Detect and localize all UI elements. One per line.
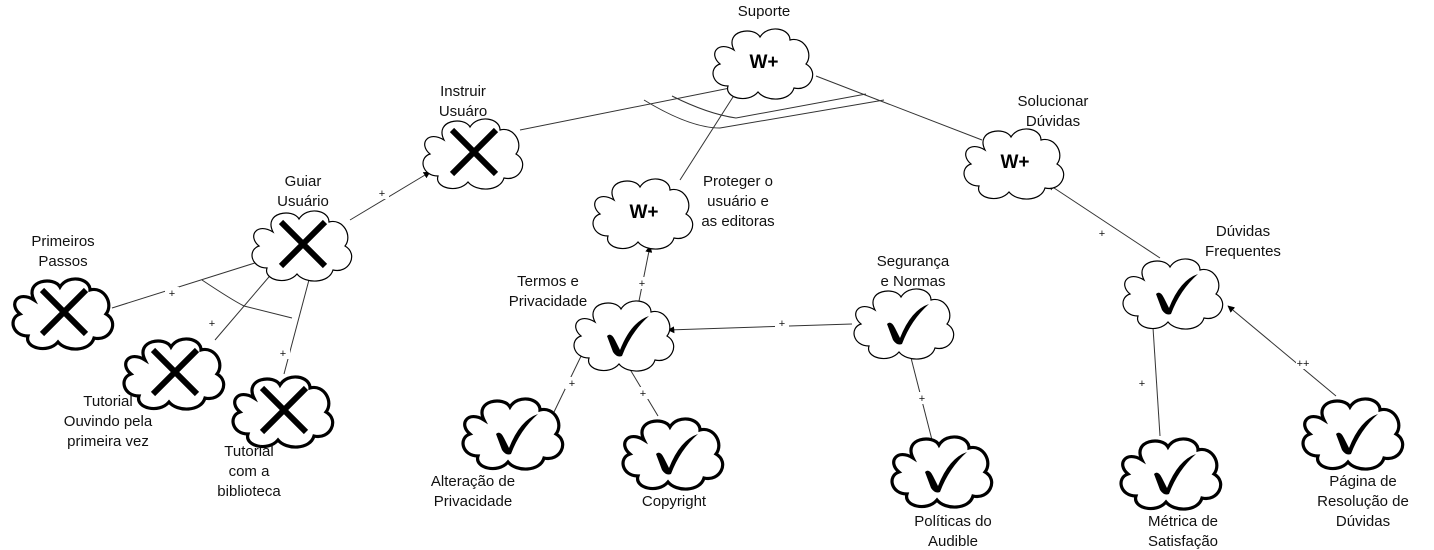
goal-node-suporte[interactable]: W+ (712, 28, 814, 100)
cloud-shape (890, 435, 994, 509)
decomposition-arc-guiar (201, 279, 293, 319)
decomposition-link (679, 85, 741, 181)
contribution-label: + (280, 348, 286, 360)
contribution-label: + (1099, 228, 1105, 240)
satisfied-icon (887, 304, 929, 345)
goal-node-metrica[interactable] (1119, 437, 1223, 511)
contribution-link (1227, 305, 1337, 397)
goal-node-primeiros[interactable] (11, 277, 115, 351)
cloud-shape (1122, 258, 1224, 330)
weakly-satisfied-label: W+ (629, 202, 658, 223)
contribution-label: + (209, 318, 215, 330)
cloud-shape (853, 288, 955, 360)
satisfied-icon (1156, 274, 1198, 315)
goal-node-tutorial_ouvindo[interactable] (122, 337, 226, 411)
contribution-label-bg (915, 392, 929, 404)
goal-node-proteger[interactable]: W+ (592, 178, 694, 250)
cloud-shape (461, 397, 565, 471)
satisfied-icon (607, 316, 649, 357)
contribution-label: + (919, 393, 925, 405)
contribution-label: + (379, 188, 385, 200)
satisfied-icon (1336, 414, 1378, 455)
satisfied-icon (656, 434, 698, 475)
contribution-link (1148, 311, 1161, 437)
goal-node-instruir[interactable] (422, 118, 524, 190)
denied-icon (449, 127, 499, 177)
goal-node-copyright[interactable] (621, 417, 725, 491)
decomposition-arc-outer (643, 99, 885, 129)
contribution-label-bg (375, 187, 389, 199)
contribution-link (349, 171, 431, 221)
contribution-label-bg (1296, 357, 1310, 369)
goal-node-termos[interactable] (573, 300, 675, 372)
denied-icon (39, 287, 89, 337)
contribution-label-bg (565, 377, 579, 389)
goal-node-seguranca[interactable] (853, 288, 955, 360)
goal-node-politicas[interactable] (890, 435, 994, 509)
contribution-label: + (639, 278, 645, 290)
contribution-label-bg (635, 277, 649, 289)
decomposition-arc-inner (671, 93, 867, 119)
goal-label-suporte: Suporte (738, 3, 791, 20)
contribution-label-bg (636, 387, 650, 399)
contribution-label-bg (165, 287, 179, 299)
goal-node-solucionar[interactable]: W+ (963, 128, 1065, 200)
goal-node-guiar[interactable] (251, 210, 353, 282)
contribution-label-bg (1135, 377, 1149, 389)
cloud-shape (1301, 397, 1405, 471)
contribution-label: + (569, 378, 575, 390)
cloud-shape (621, 417, 725, 491)
denied-icon (150, 347, 200, 397)
contribution-label: + (169, 288, 175, 300)
goal-node-duvidas[interactable] (1122, 258, 1224, 330)
contribution-link (1047, 183, 1161, 259)
cloud-shape (573, 300, 675, 372)
satisfied-icon (1154, 454, 1196, 495)
contribution-label-bg (205, 317, 219, 329)
contribution-label: + (779, 318, 785, 330)
contribution-label: + (1139, 378, 1145, 390)
goal-node-alteracao[interactable] (461, 397, 565, 471)
weakly-satisfied-label: W+ (1000, 152, 1029, 173)
contribution-label-bg (775, 317, 789, 329)
goal-node-pagina[interactable] (1301, 397, 1405, 471)
decomposition-link (815, 75, 983, 141)
weakly-satisfied-label: W+ (749, 52, 778, 73)
satisfied-icon (496, 414, 538, 455)
contribution-label-bg (1095, 227, 1109, 239)
contribution-link (667, 323, 853, 334)
contribution-link (283, 275, 311, 375)
contribution-link (637, 245, 653, 307)
contribution-label: ++ (1297, 358, 1310, 370)
contribution-label-bg (276, 347, 290, 359)
cloud-shape (1119, 437, 1223, 511)
goal-node-tutorial_biblioteca[interactable] (231, 375, 335, 449)
denied-icon (278, 219, 328, 269)
contribution-link (111, 261, 259, 309)
denied-icon (259, 385, 309, 435)
contribution-label: + (640, 388, 646, 400)
nodes-layer: W+ W+ W+ (11, 28, 1405, 511)
satisfied-icon (925, 452, 967, 493)
goal-label-copyright: Copyright (642, 493, 707, 510)
decomposition-link (519, 85, 741, 131)
